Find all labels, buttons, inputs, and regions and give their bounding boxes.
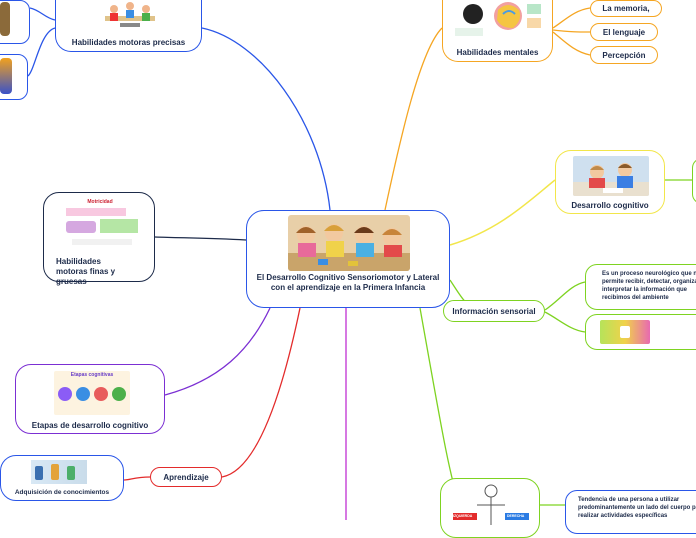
connector-fine-motor	[201, 27, 331, 211]
connector-mental	[384, 27, 443, 211]
brain-illustration	[453, 0, 543, 40]
connector-knowledge	[123, 476, 151, 481]
connector-language	[552, 29, 591, 33]
connector-fine-motor-sub2	[27, 27, 56, 77]
node-motor-fine-gross-label: Habilidades motoras finas y gruesas	[56, 257, 116, 286]
motricidad-box-green	[100, 219, 138, 233]
body-laterality-illustration	[453, 484, 529, 525]
laterality-definition-text: Tendencia de una persona a utilizar pred…	[578, 497, 696, 519]
node-mental-label: Habilidades mentales	[456, 48, 539, 57]
central-topic[interactable]: El Desarrollo Cognitivo Sensoriomotor y …	[246, 210, 450, 308]
node-cognitive-development[interactable]: Desarrollo cognitivo	[555, 150, 665, 214]
node-cognitive-stages-label: Etapas de desarrollo cognitivo	[31, 421, 149, 430]
knowledge-figure-3	[67, 466, 75, 480]
stage-circle-4	[112, 387, 126, 401]
sensory-definition-text: Es un proceso neurológico que nos permit…	[602, 271, 696, 301]
stages-infographic: Etapas cognitivas	[54, 371, 130, 415]
node-mental-skills[interactable]: Habilidades mentales	[442, 0, 553, 62]
stages-infographic-title: Etapas cognitivas	[70, 372, 114, 378]
motricidad-thumb-title: Motricidad	[87, 199, 113, 205]
node-sensory-image[interactable]	[585, 314, 696, 350]
central-topic-title: El Desarrollo Cognitivo Sensoriomotor y …	[256, 273, 440, 292]
knowledge-thumbnail	[31, 460, 87, 484]
laterality-right-tag: DERECHA	[507, 514, 525, 518]
motricidad-figures	[66, 221, 96, 233]
node-knowledge-label: Adquisición de conocimientos	[14, 489, 110, 496]
sensory-image-thumbnail	[600, 320, 650, 344]
connector-memory	[552, 7, 591, 29]
connector-sensory-def	[544, 281, 586, 311]
stage-circle-2	[76, 387, 90, 401]
node-perception[interactable]: Percepción	[590, 46, 658, 64]
partial-thumbnail-top-left	[0, 2, 10, 36]
node-sensory-information[interactable]: Información sensorial	[443, 300, 545, 322]
node-fine-motor-label: Habilidades motoras precisas	[71, 38, 186, 47]
connector-motor-fine-gross	[154, 236, 247, 241]
node-cognitive-stages[interactable]: Etapas cognitivas Etapas de desarrollo c…	[15, 364, 165, 434]
connector-cognitive-dev	[449, 179, 556, 246]
node-memory[interactable]: La memoria,	[590, 0, 662, 17]
connector-stages	[164, 307, 271, 396]
connector-laterality	[419, 307, 461, 506]
node-fine-motor-skills[interactable]: Habilidades motoras precisas	[55, 0, 202, 52]
central-photo-children	[288, 215, 410, 271]
motricidad-thumbnail: Motricidad	[60, 199, 140, 251]
node-motor-fine-gross[interactable]: Motricidad Habilidades motoras finas y g…	[43, 192, 155, 286]
partial-node-right[interactable]	[692, 158, 696, 204]
children-drawing-photo	[573, 156, 649, 196]
partial-node-top-left[interactable]	[0, 0, 30, 44]
children-activity-illustration	[105, 2, 155, 27]
partial-thumbnail-left	[0, 58, 12, 94]
node-laterality[interactable]: IZQUIERDA DERECHA	[440, 478, 540, 538]
node-language[interactable]: El lenguaje	[590, 23, 658, 41]
connector-sensory-img	[544, 311, 586, 333]
connector-learning	[221, 307, 301, 478]
knowledge-figure-2	[51, 464, 59, 480]
motricidad-box-pink	[66, 208, 126, 216]
knowledge-figure-1	[35, 466, 43, 480]
laterality-left-tag: IZQUIERDA	[453, 514, 473, 518]
connector-fine-motor-sub1	[29, 7, 56, 21]
sensory-image-figure	[620, 326, 630, 338]
stage-circle-1	[58, 387, 72, 401]
node-sensory-definition[interactable]: Es un proceso neurológico que nos permit…	[585, 264, 696, 310]
node-laterality-definition[interactable]: Tendencia de una persona a utilizar pred…	[565, 490, 696, 534]
connector-perception	[552, 31, 591, 56]
partial-node-left[interactable]	[0, 54, 28, 100]
motricidad-box-bottom	[72, 239, 132, 245]
node-cognitive-development-label: Desarrollo cognitivo	[571, 201, 649, 210]
stage-circle-3	[94, 387, 108, 401]
node-knowledge-acquisition[interactable]: Adquisición de conocimientos	[0, 455, 124, 501]
node-learning[interactable]: Aprendizaje	[150, 467, 222, 487]
